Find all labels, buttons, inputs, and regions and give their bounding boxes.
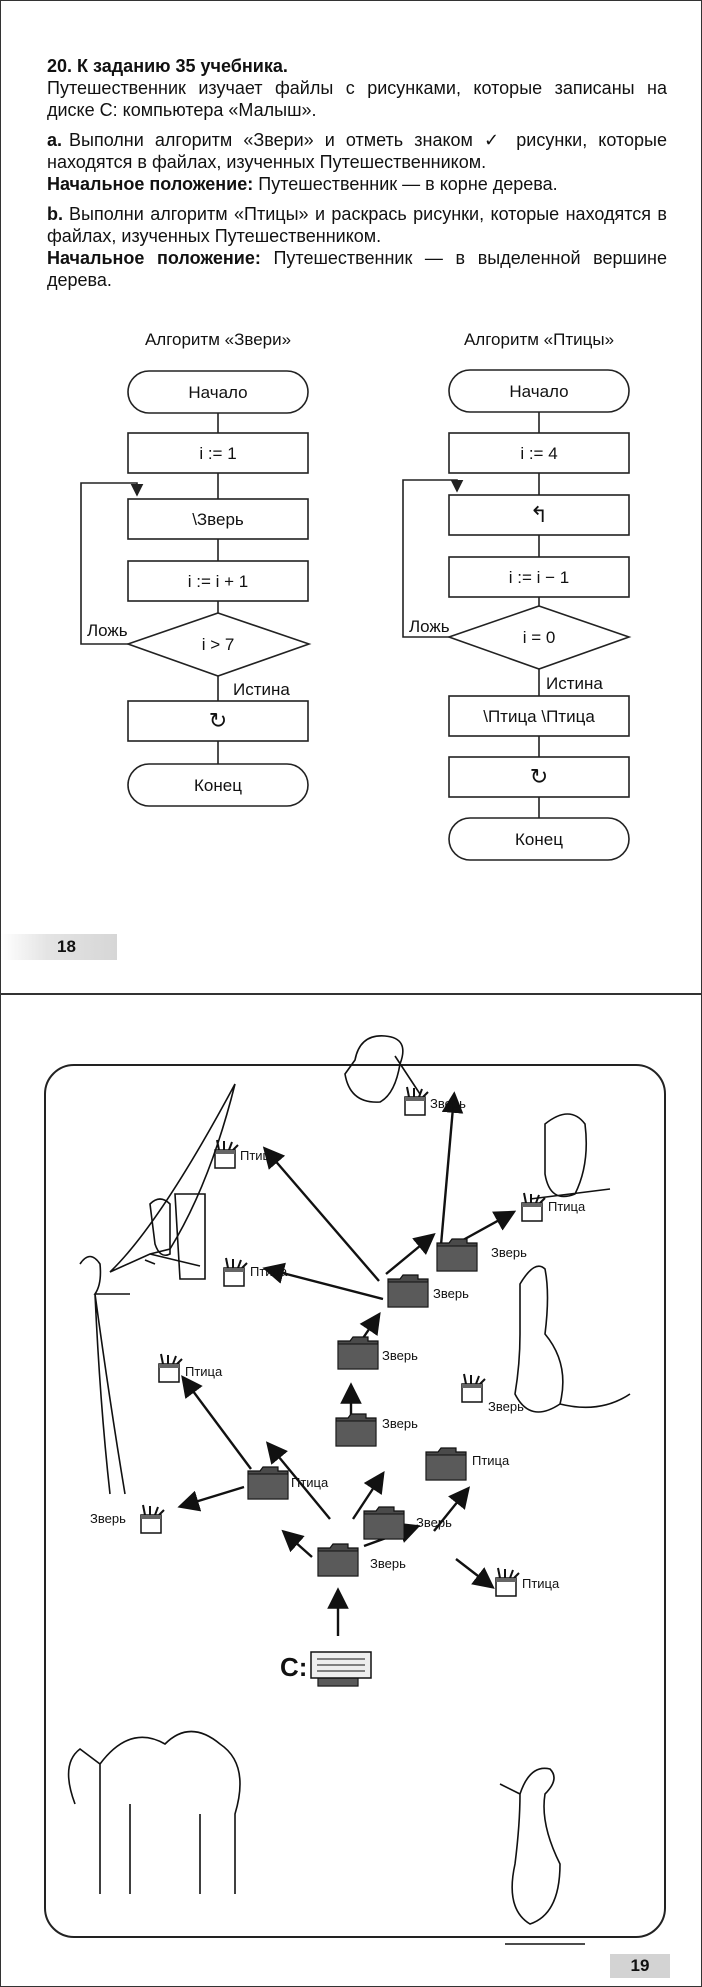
folder-label-beast: Зверь: [382, 1348, 418, 1363]
file-label-bird: Птица: [240, 1148, 278, 1163]
folder-node: [336, 1414, 376, 1446]
file-node: [496, 1568, 519, 1596]
folder-label-bird: Птица: [472, 1453, 510, 1468]
folder-label-bird: Птица: [291, 1475, 329, 1490]
file-node: [405, 1087, 428, 1115]
folder-node: [426, 1448, 466, 1480]
algo2-start-label: Начало: [509, 382, 568, 401]
file-node: [462, 1374, 485, 1402]
file-node: [141, 1505, 164, 1533]
folder-node-highlighted: [437, 1239, 477, 1271]
file-tree-diagram: Птица Зверь Птица Зверь Птица Зверь Звер…: [0, 994, 702, 1987]
folder-label-beast: Зверь: [416, 1515, 452, 1530]
folder-label-beast: Зверь: [382, 1416, 418, 1431]
algo1-condition-label: i > 7: [202, 635, 235, 654]
owl-drawing: [530, 1114, 610, 1199]
root-label: C:: [280, 1652, 307, 1682]
flowcharts: Алгоритм «Звери» Начало i := 1 \Зверь i …: [1, 1, 702, 901]
algo1-title: Алгоритм «Звери»: [145, 330, 291, 349]
algo2-step5-label: ↻: [530, 764, 548, 789]
algo1-start-label: Начало: [188, 383, 247, 402]
file-label-beast: Зверь: [488, 1399, 524, 1414]
file-label-bird: Птица: [548, 1199, 586, 1214]
file-node: [224, 1258, 247, 1286]
page-number-right: 19: [610, 1954, 670, 1978]
file-label-bird: Птица: [522, 1576, 560, 1591]
folder-node: [318, 1544, 358, 1576]
camel-drawing: [69, 1732, 240, 1895]
algo1-step3-label: i := i + 1: [188, 572, 248, 591]
algo2-condition-label: i = 0: [523, 628, 556, 647]
page-18: 20. К заданию 35 учебника. Путешественни…: [0, 0, 702, 994]
algo2-step3-label: i := i − 1: [509, 568, 569, 587]
algo2-title: Алгоритм «Птицы»: [464, 330, 614, 349]
quetzal-drawing: [80, 1257, 130, 1495]
file-label-bird: Птица: [250, 1264, 288, 1279]
folder-node: [364, 1507, 404, 1539]
folder-label-beast: Зверь: [433, 1286, 469, 1301]
file-label-beast: Зверь: [430, 1096, 466, 1111]
algo1-no-label: Ложь: [87, 621, 128, 640]
drive-icon: [311, 1652, 371, 1678]
heron-drawing: [500, 1768, 585, 1944]
page-number-left: 18: [1, 934, 117, 960]
algo1-yes-label: Истина: [233, 680, 290, 699]
folder-node: [388, 1275, 428, 1307]
woodpecker-drawing: [150, 1194, 205, 1279]
algo2-step1-label: i := 4: [520, 444, 557, 463]
file-node: [215, 1140, 238, 1168]
kangaroo-drawing: [515, 1266, 630, 1412]
folder-node: [248, 1467, 288, 1499]
file-label-bird: Птица: [185, 1364, 223, 1379]
folder-label-beast: Зверь: [491, 1245, 527, 1260]
eagle-drawing: [110, 1084, 235, 1272]
algo2-no-label: Ложь: [409, 617, 450, 636]
algo1-step2-label: \Зверь: [192, 510, 244, 529]
algo1-step4-label: ↻: [209, 708, 227, 733]
algo1-end-label: Конец: [194, 776, 242, 795]
file-node: [159, 1354, 182, 1382]
algo2-yes-label: Истина: [546, 674, 603, 693]
algo2-step4-label: \Птица \Птица: [483, 707, 595, 726]
folder-label-beast: Зверь: [370, 1556, 406, 1571]
file-label-beast: Зверь: [90, 1511, 126, 1526]
algo2-end-label: Конец: [515, 830, 563, 849]
folder-node: [338, 1337, 378, 1369]
algo1-step1-label: i := 1: [199, 444, 236, 463]
algo2-step2-label: ↰: [530, 502, 548, 527]
